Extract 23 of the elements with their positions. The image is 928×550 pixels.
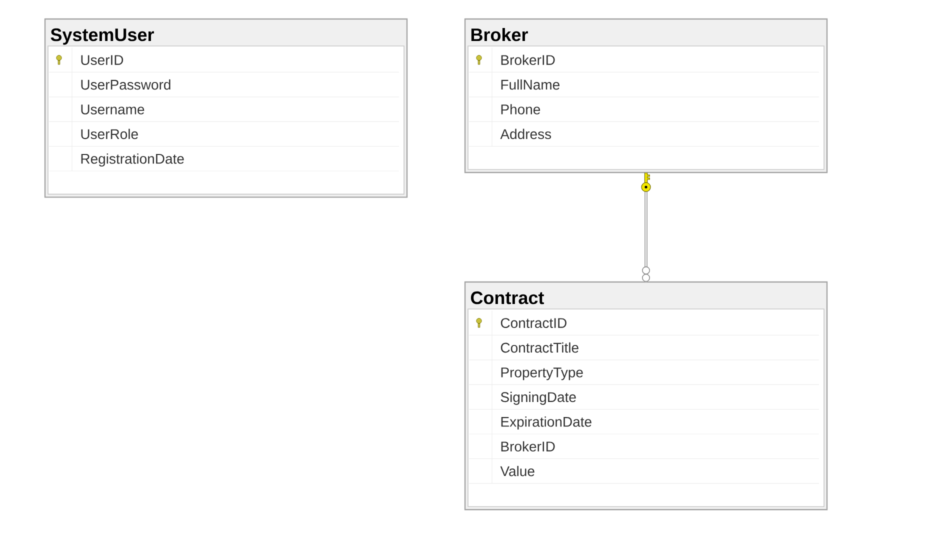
relationship-line bbox=[641, 172, 651, 282]
column-name: Username bbox=[81, 104, 144, 114]
column-name: ContractTitle bbox=[500, 342, 578, 353]
column-name: RegistrationDate bbox=[81, 154, 184, 167]
table-box bbox=[44, 18, 408, 198]
table-box bbox=[464, 18, 828, 174]
table-box bbox=[464, 281, 828, 510]
column-name: PropertyType bbox=[501, 368, 583, 380]
column-name: Address bbox=[500, 128, 552, 140]
table-title: Contract bbox=[470, 291, 544, 304]
column-name: ExpirationDate bbox=[501, 416, 592, 430]
column-name: Value bbox=[500, 466, 534, 476]
table-title: Broker bbox=[471, 28, 528, 42]
column-name: ContractID bbox=[500, 318, 566, 328]
column-name: BrokerID bbox=[501, 441, 555, 452]
column-name: Phone bbox=[501, 104, 540, 114]
column-name: BrokerID bbox=[501, 54, 555, 65]
column-name: UserPassword bbox=[81, 79, 170, 90]
table-title: SystemUser bbox=[50, 28, 154, 45]
column-name: FullName bbox=[501, 79, 560, 90]
column-name: UserRole bbox=[81, 128, 138, 140]
column-name: SigningDate bbox=[500, 392, 576, 405]
column-name: UserID bbox=[81, 55, 124, 65]
